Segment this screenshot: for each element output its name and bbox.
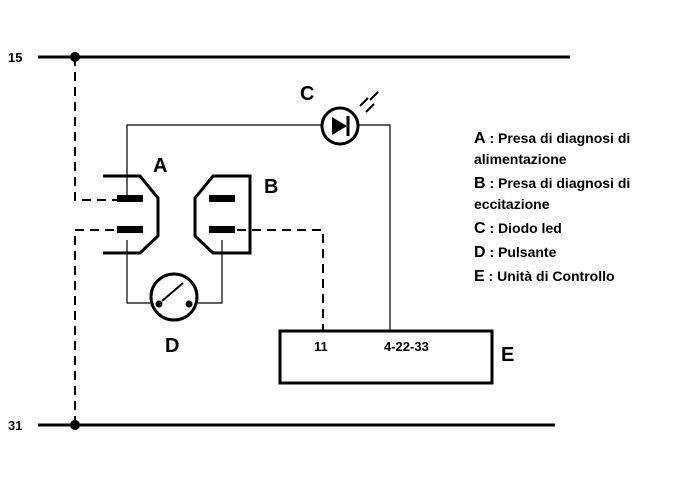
control-unit-box (278, 329, 494, 385)
label-a: A (153, 155, 167, 177)
legend-text: Presa di diagnosi di eccitazione (474, 175, 631, 212)
label-d: D (165, 335, 179, 357)
legend-sep: : (485, 220, 499, 236)
label-b: B (264, 176, 278, 198)
legend-item-a: A : Presa di diagnosi di alimentazione (474, 128, 694, 170)
push-button-icon (149, 272, 199, 322)
legend-key: A (474, 130, 486, 147)
label-e: E (501, 344, 514, 366)
legend-sep: : (485, 130, 499, 146)
dashed-wires (74, 57, 324, 425)
legend-key: B (474, 175, 486, 192)
legend-sep: : (485, 175, 499, 191)
legend-text: Pulsante (498, 244, 557, 260)
legend-text: Presa di diagnosi di alimentazione (474, 130, 631, 167)
legend-item-c: C : Diodo led (474, 218, 694, 239)
label-c: C (300, 83, 314, 105)
rail-31-label: 31 (8, 418, 22, 433)
legend-key: E (474, 268, 485, 285)
led-diode-icon (320, 91, 379, 146)
legend-sep: : (485, 244, 499, 260)
rail-15-label: 15 (8, 50, 22, 65)
connector-b (193, 174, 252, 255)
pin-11-label: 11 (314, 339, 328, 354)
legend-item-d: D : Pulsante (474, 242, 694, 263)
pin-4-22-33-label: 4-22-33 (384, 339, 429, 354)
legend: A : Presa di diagnosi di alimentazione B… (474, 128, 694, 290)
legend-key: D (474, 244, 486, 261)
legend-sep: : (484, 268, 498, 284)
legend-text: Diodo led (498, 220, 562, 236)
legend-item-b: B : Presa di diagnosi di eccitazione (474, 173, 694, 215)
solid-wires (126, 124, 391, 330)
legend-item-e: E : Unità di Controllo (474, 266, 694, 287)
legend-text: Unità di Controllo (497, 268, 615, 284)
legend-key: C (474, 220, 486, 237)
connector-a (103, 174, 160, 255)
